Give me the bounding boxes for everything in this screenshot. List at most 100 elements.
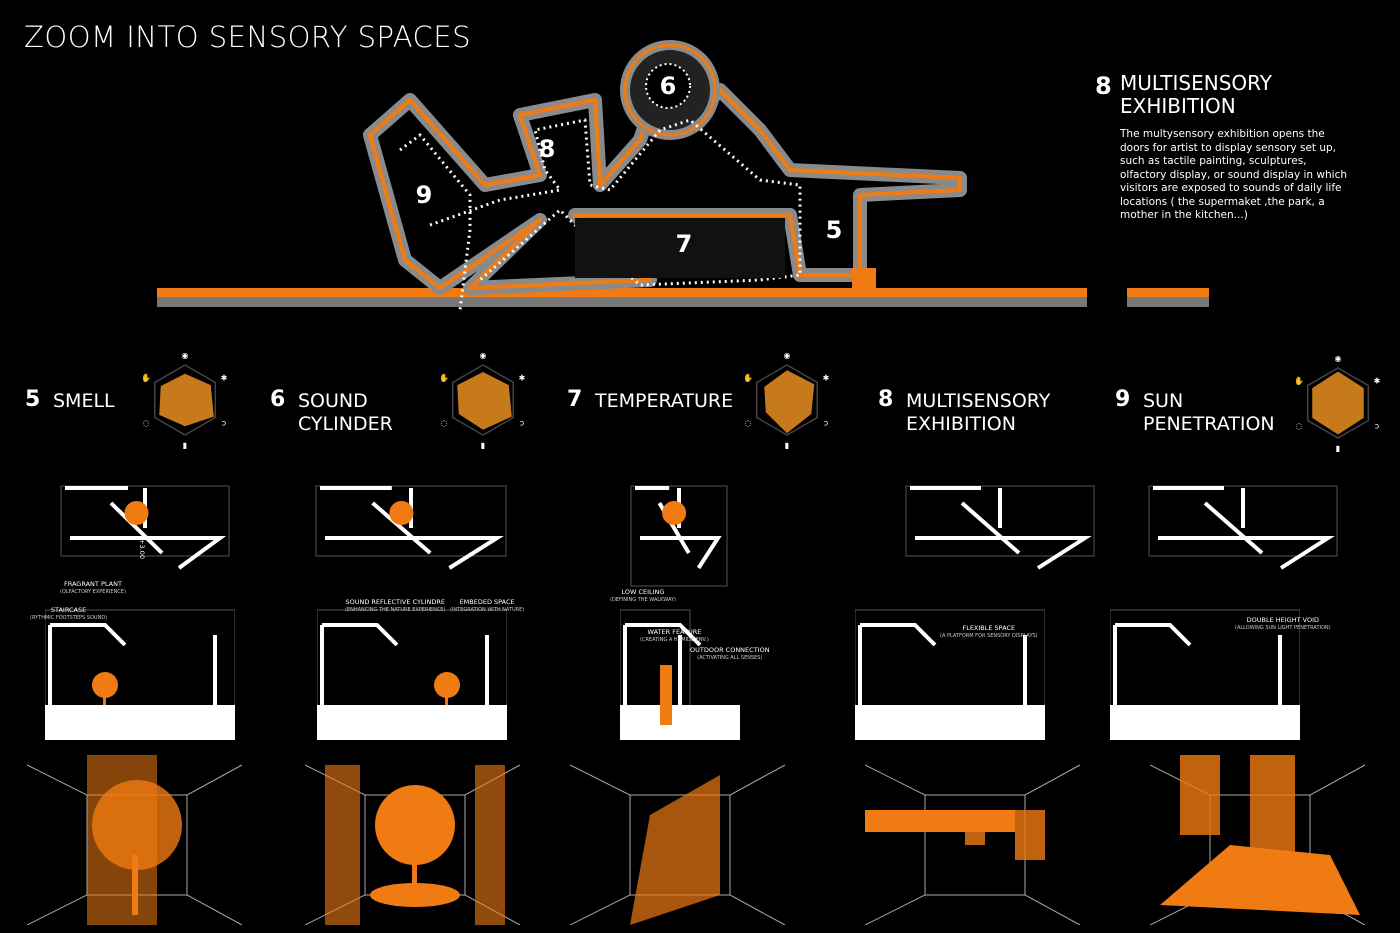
space-number: 9 bbox=[1115, 387, 1131, 412]
annotation-title: FRAGRANT PLANT bbox=[63, 580, 122, 588]
section-label-6: 6 bbox=[660, 72, 677, 100]
annotation-subtitle: (DEFINING THE WALKWAY) bbox=[610, 597, 676, 603]
space-number: 7 bbox=[567, 387, 583, 412]
building-section-diagram: 6 8 9 7 5 bbox=[157, 40, 1209, 311]
ground-line bbox=[157, 288, 1087, 297]
page-title: ZOOM INTO SENSORY SPACES bbox=[24, 20, 471, 54]
radar-grid bbox=[1306, 367, 1370, 439]
intro-heading: MULTISENSORY EXHIBITION bbox=[1120, 71, 1272, 118]
body-icon: ✱ bbox=[221, 374, 228, 383]
annotation-subtitle: (OLFACTORY EXPERIENCE) bbox=[60, 589, 126, 595]
annotation-title: STAIRCASE bbox=[50, 606, 87, 614]
dimension-label: +3.00 bbox=[137, 539, 146, 559]
annotation-label: SOUND REFLECTIVE CYLINDRE(ENHANCING THE … bbox=[345, 598, 445, 614]
floor-plan-8 bbox=[905, 485, 1095, 570]
annotation-title: LOW CEILING bbox=[621, 588, 665, 596]
annotation-subtitle: (CREATING A HUMIDE ENV.) bbox=[640, 637, 709, 643]
hand-icon: ✋ bbox=[743, 373, 753, 383]
annotation-label: WATER FEATURE(CREATING A HUMIDE ENV.) bbox=[640, 628, 709, 644]
annotation-title: OUTDOOR CONNECTION bbox=[690, 646, 770, 654]
space-name: TEMPERATURE bbox=[595, 390, 734, 412]
eye-icon: ◉ bbox=[1335, 354, 1342, 363]
annotation-title: WATER FEATURE bbox=[647, 628, 702, 636]
sense-radar-chart: ◉ ✱ ↄ ▮ ◌ ✋ bbox=[141, 351, 228, 450]
body-icon: ✱ bbox=[519, 374, 526, 383]
sense-radar-chart: ◉ ✱ ↄ ▮ ◌ ✋ bbox=[1294, 354, 1381, 453]
annotation-title: EMBEDED SPACE bbox=[459, 598, 515, 606]
space-name: SMELL bbox=[53, 390, 115, 412]
section-label-5: 5 bbox=[826, 216, 843, 244]
annotation-title: FLEXIBLE SPACE bbox=[962, 624, 1016, 632]
body-icon: ✱ bbox=[1374, 377, 1381, 386]
ear-icon: ↄ bbox=[824, 419, 828, 428]
body-icon: ✱ bbox=[823, 374, 830, 383]
perspective-render-6 bbox=[305, 764, 520, 925]
annotation-label: OUTDOOR CONNECTION(ACTIVATING ALL SENSES… bbox=[690, 646, 770, 662]
section-drawing-8 bbox=[855, 609, 1045, 740]
perspective-render-7 bbox=[570, 764, 785, 925]
ear-icon: ↄ bbox=[1375, 422, 1379, 431]
hand-icon: ✋ bbox=[141, 373, 151, 383]
radar-grid bbox=[451, 364, 515, 436]
space-name: SOUND CYLINDER bbox=[298, 390, 393, 435]
section-label-8: 8 bbox=[539, 135, 556, 163]
annotation-subtitle: (ALLOWING SUN LIGHT PENETRATION) bbox=[1235, 625, 1331, 631]
annotation-subtitle: (A PLATFORM FOR SENSORY DISPLAYS) bbox=[940, 633, 1038, 639]
radar-area bbox=[457, 372, 512, 430]
annotation-label: EMBEDED SPACE(INTEGRATION WITH NATURE) bbox=[450, 598, 524, 614]
section-drawing-6 bbox=[317, 609, 507, 740]
annotation-label: FLEXIBLE SPACE(A PLATFORM FOR SENSORY DI… bbox=[940, 624, 1038, 640]
annotation-label: STAIRCASE(RYTHMIC FOOTSTEPS SOUND) bbox=[30, 606, 107, 622]
intro-number: 8 bbox=[1095, 72, 1112, 100]
annotation-title: SOUND REFLECTIVE CYLINDRE bbox=[345, 598, 445, 606]
annotation-subtitle: (ENHANCING THE NATURE EXPERIENCE) bbox=[345, 607, 446, 613]
radar-grid bbox=[153, 364, 217, 436]
annotation-title: DOUBLE HEIGHT VOID bbox=[1246, 616, 1319, 624]
section-label-7: 7 bbox=[676, 230, 693, 258]
annotation-subtitle: (INTEGRATION WITH NATURE) bbox=[450, 607, 525, 613]
nose-icon: ◌ bbox=[441, 419, 448, 428]
space-number: 6 bbox=[270, 387, 286, 412]
radar-area bbox=[1312, 371, 1364, 435]
section-drawing-9 bbox=[1110, 609, 1300, 740]
eye-icon: ◉ bbox=[784, 351, 791, 360]
perspective-render-8 bbox=[865, 764, 1080, 925]
intro-description: The multysensory exhibition opens the do… bbox=[1120, 128, 1348, 221]
annotation-label: DOUBLE HEIGHT VOID(ALLOWING SUN LIGHT PE… bbox=[1235, 616, 1331, 632]
ear-icon: ↄ bbox=[222, 419, 226, 428]
floor-plan-6 bbox=[315, 485, 507, 570]
radar-grid bbox=[755, 364, 819, 436]
nose-icon: ◌ bbox=[143, 419, 150, 428]
section-drawing-7 bbox=[620, 609, 740, 740]
space-name: MULTISENSORY EXHIBITION bbox=[906, 390, 1051, 435]
thermometer-icon: ▮ bbox=[785, 441, 789, 450]
eye-icon: ◉ bbox=[182, 351, 189, 360]
thermometer-icon: ▮ bbox=[183, 441, 187, 450]
annotation-subtitle: (RYTHMIC FOOTSTEPS SOUND) bbox=[30, 615, 108, 621]
annotation-subtitle: (ACTIVATING ALL SENSES) bbox=[697, 655, 763, 661]
perspective-render-9 bbox=[1150, 755, 1365, 925]
sense-radar-chart: ◉ ✱ ↄ ▮ ◌ ✋ bbox=[439, 351, 526, 450]
perspective-render-5 bbox=[27, 755, 242, 925]
thermometer-icon: ▮ bbox=[1336, 444, 1340, 453]
space-name: SUN PENETRATION bbox=[1143, 390, 1275, 435]
floor-plan-9 bbox=[1148, 485, 1338, 570]
nose-icon: ◌ bbox=[745, 419, 752, 428]
ear-icon: ↄ bbox=[520, 419, 524, 428]
section-drawing-5 bbox=[45, 609, 235, 740]
hand-icon: ✋ bbox=[1294, 376, 1304, 386]
sense-radar-chart: ◉ ✱ ↄ ▮ ◌ ✋ bbox=[743, 351, 830, 450]
thermometer-icon: ▮ bbox=[481, 441, 485, 450]
section-label-9: 9 bbox=[416, 181, 433, 209]
annotation-label: FRAGRANT PLANT(OLFACTORY EXPERIENCE) bbox=[60, 580, 126, 596]
annotation-label: LOW CEILING(DEFINING THE WALKWAY) bbox=[610, 588, 676, 604]
eye-icon: ◉ bbox=[480, 351, 487, 360]
nose-icon: ◌ bbox=[1296, 422, 1303, 431]
radar-area bbox=[764, 370, 815, 434]
space-number: 5 bbox=[25, 387, 41, 412]
floor-plan-5 bbox=[60, 485, 230, 570]
floor-plan-7 bbox=[630, 485, 728, 587]
space-number: 8 bbox=[878, 387, 894, 412]
hand-icon: ✋ bbox=[439, 373, 449, 383]
radar-area bbox=[159, 373, 214, 427]
